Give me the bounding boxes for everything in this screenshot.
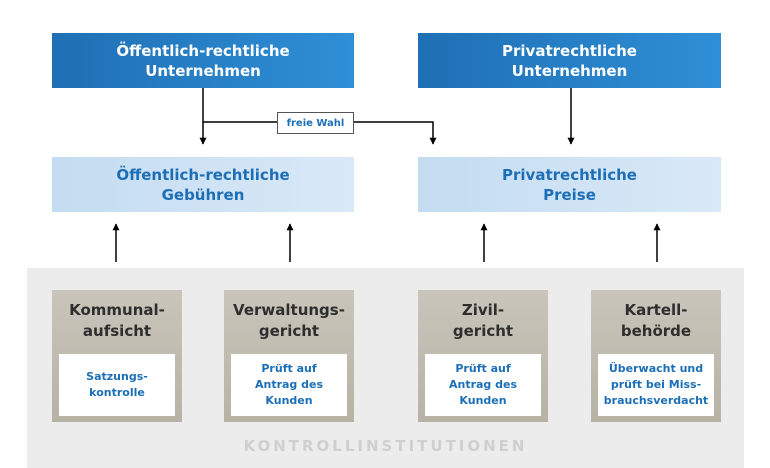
institution-description: Prüft auf Antrag des Kunden [231, 354, 347, 416]
box-private-companies: Privatrechtliche Unternehmen [418, 33, 721, 88]
institution-description: Überwacht und prüft bei Miss- brauchsver… [598, 354, 714, 416]
box-public-fees: Öffentlich-rechtliche Gebühren [52, 157, 354, 212]
institution-title: Verwaltungs- gericht [233, 301, 345, 340]
box-private-prices: Privatrechtliche Preise [418, 157, 721, 212]
box-public-companies: Öffentlich-rechtliche Unternehmen [52, 33, 354, 88]
institution-title: Zivil- gericht [452, 301, 514, 340]
institution-verwaltungsgericht: Verwaltungs- gericht Prüft auf Antrag de… [224, 290, 354, 422]
connector-lines [112, 88, 661, 262]
institution-zivilgericht: Zivil- gericht Prüft auf Antrag des Kund… [418, 290, 548, 422]
institution-title: Kommunal- aufsicht [69, 301, 165, 340]
institution-kommunalaufsicht: Kommunal- aufsicht Satzungs- kontrolle [52, 290, 182, 422]
footer-control-institutions: KONTROLLINSTITUTIONEN [243, 437, 528, 455]
free-choice-label: freie Wahl [277, 112, 354, 134]
institution-kartellbehoerde: Kartell- behörde Überwacht und prüft bei… [591, 290, 721, 422]
institution-title: Kartell- behörde [620, 301, 692, 340]
institution-description: Prüft auf Antrag des Kunden [425, 354, 541, 416]
institution-description: Satzungs- kontrolle [59, 354, 175, 416]
